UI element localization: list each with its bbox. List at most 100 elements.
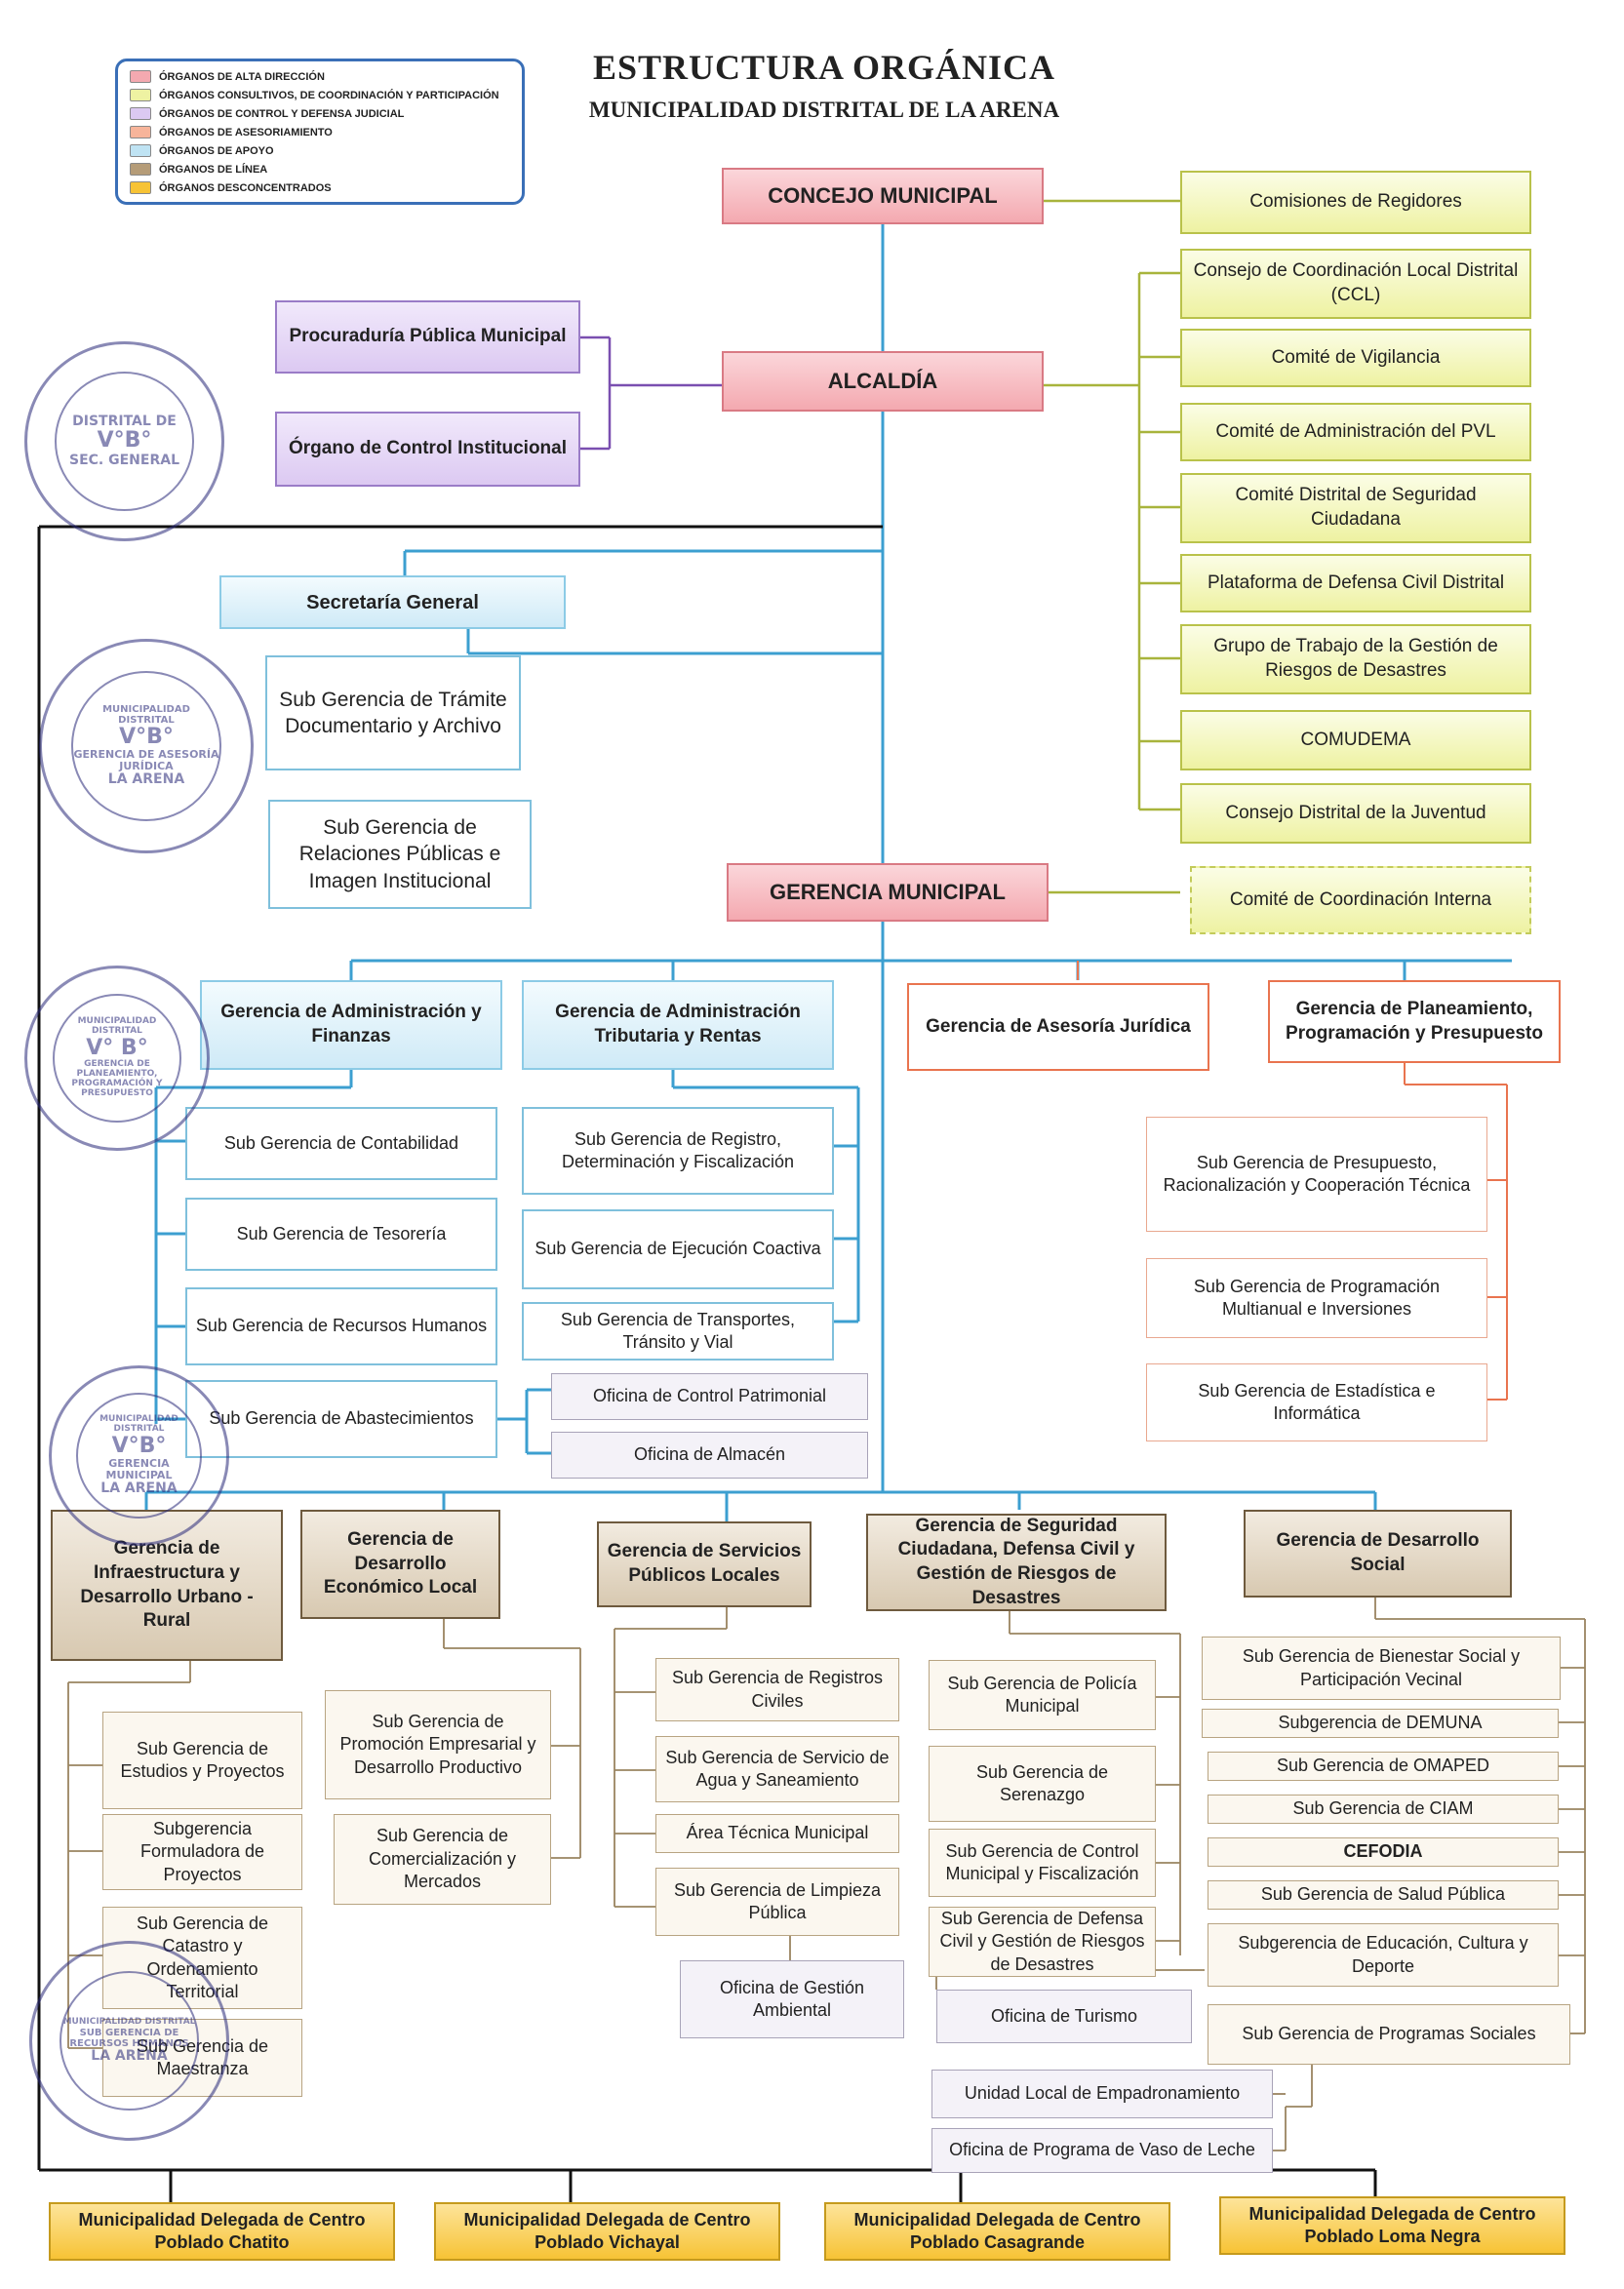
procuraduria-box[interactable]: Procuraduría Pública Municipal	[275, 300, 580, 374]
sub-gerencia-box[interactable]: CEFODIA	[1208, 1837, 1559, 1867]
oficina-box[interactable]: Oficina de Almacén	[551, 1432, 868, 1479]
concejo-municipal-box[interactable]: CONCEJO MUNICIPAL	[722, 168, 1044, 224]
sub-gerencia-box[interactable]: Sub Gerencia de Promoción Empresarial y …	[325, 1690, 551, 1799]
legend-swatch	[130, 89, 151, 101]
sub-gerencia-box[interactable]: Sub Gerencia de Estadística e Informátic…	[1146, 1363, 1487, 1441]
legend-swatch	[130, 144, 151, 157]
legend-swatch	[130, 107, 151, 120]
sub-gerencia-box[interactable]: Sub Gerencia de Registros Civiles	[655, 1658, 899, 1721]
legend-item: ÓRGANOS DESCONCENTRADOS	[130, 178, 510, 197]
municipalidad-delegada-box[interactable]: Municipalidad Delegada de Centro Poblado…	[1219, 2196, 1565, 2255]
legend-swatch	[130, 163, 151, 176]
consultivo-box[interactable]: Plataforma de Defensa Civil Distrital	[1180, 554, 1531, 612]
stamp-text: LA ARENA	[91, 2047, 168, 2064]
legend-label: ÓRGANOS DE CONTROL Y DEFENSA JUDICIAL	[159, 107, 405, 120]
sub-gerencia-box[interactable]: Sub Gerencia de Contabilidad	[185, 1107, 497, 1180]
sub-gerencia-box[interactable]: Sub Gerencia de Ejecución Coactiva	[522, 1209, 834, 1289]
oficina-box[interactable]: Oficina de Control Patrimonial	[551, 1373, 868, 1420]
legend-label: ÓRGANOS CONSULTIVOS, DE COORDINACIÓN Y P…	[159, 89, 499, 101]
legend-label: ÓRGANOS DE LÍNEA	[159, 163, 268, 176]
municipalidad-delegada-box[interactable]: Municipalidad Delegada de Centro Poblado…	[434, 2202, 780, 2261]
stamp-text: V°B°	[119, 725, 174, 750]
sub-gerencia-box[interactable]: Sub Gerencia de Serenazgo	[929, 1746, 1156, 1822]
stamp-text: V°B°	[111, 1433, 167, 1458]
stamp-text: MUNICIPALIDAD DISTRITAL	[99, 1413, 178, 1434]
sub-gerencia-box[interactable]: Sub Gerencia de Tesorería	[185, 1198, 497, 1271]
sub-gerencia-box[interactable]: Sub Gerencia de Policía Municipal	[929, 1660, 1156, 1730]
legend-label: ÓRGANOS DE ASESORIAMIENTO	[159, 126, 333, 138]
stamp-text: GERENCIA MUNICIPAL	[105, 1456, 173, 1481]
sub-gerencia-box[interactable]: Sub Gerencia de Abastecimientos	[185, 1380, 497, 1458]
legend-swatch	[130, 126, 151, 138]
legend-swatch	[130, 70, 151, 83]
gerencia-infraestructura-box[interactable]: Gerencia de Infraestructura y Desarrollo…	[51, 1510, 283, 1661]
sub-gerencia-box[interactable]: Sub Gerencia de Salud Pública	[1208, 1880, 1559, 1910]
gerencia-desarrollo-economico-box[interactable]: Gerencia de Desarrollo Económico Local	[300, 1510, 500, 1619]
legend-label: ÓRGANOS DESCONCENTRADOS	[159, 181, 332, 194]
secretaria-general-box[interactable]: Secretaría General	[219, 575, 566, 629]
legend-item: ÓRGANOS DE ALTA DIRECCIÓN	[130, 67, 510, 86]
stamp-text: GERENCIA DE PLANEAMIENTO, PROGRAMACIÓN Y…	[71, 1059, 163, 1098]
consultivo-box[interactable]: Consejo de Coordinación Local Distrital …	[1180, 249, 1531, 319]
consultivo-box[interactable]: Comité de Administración del PVL	[1180, 403, 1531, 461]
legend: ÓRGANOS DE ALTA DIRECCIÓN ÓRGANOS CONSUL…	[115, 59, 525, 205]
municipalidad-delegada-box[interactable]: Municipalidad Delegada de Centro Poblado…	[49, 2202, 395, 2261]
legend-item: ÓRGANOS DE ASESORIAMIENTO	[130, 123, 510, 141]
sub-gerencia-box[interactable]: Sub Gerencia de Control Municipal y Fisc…	[929, 1829, 1156, 1897]
gerencia-municipal-box[interactable]: GERENCIA MUNICIPAL	[727, 863, 1049, 922]
oficina-box[interactable]: Oficina de Turismo	[936, 1990, 1192, 2043]
sub-gerencia-box[interactable]: Sub Gerencia de Relaciones Públicas e Im…	[268, 800, 532, 909]
sub-gerencia-box[interactable]: Sub Gerencia de CIAM	[1208, 1795, 1559, 1824]
comite-coordinacion-interna-box[interactable]: Comité de Coordinación Interna	[1190, 866, 1531, 934]
sub-gerencia-box[interactable]: Sub Gerencia de Programación Multianual …	[1146, 1258, 1487, 1338]
sub-gerencia-box[interactable]: Sub Gerencia de Presupuesto, Racionaliza…	[1146, 1117, 1487, 1232]
gerencia-tributaria-box[interactable]: Gerencia de Administración Tributaria y …	[522, 980, 834, 1070]
gerencia-asesoria-juridica-box[interactable]: Gerencia de Asesoría Jurídica	[907, 983, 1209, 1071]
consultivo-box[interactable]: COMUDEMA	[1180, 710, 1531, 770]
stamp-text: V° B°	[86, 1036, 148, 1060]
sub-gerencia-box[interactable]: Sub Gerencia de Limpieza Pública	[655, 1868, 899, 1936]
stamp-text: MUNICIPALIDAD DISTRITAL	[77, 1016, 157, 1037]
sub-gerencia-box[interactable]: Sub Gerencia de Registro, Determinación …	[522, 1107, 834, 1195]
consultivo-box[interactable]: Comité Distrital de Seguridad Ciudadana	[1180, 473, 1531, 543]
sub-gerencia-box[interactable]: Sub Gerencia de OMAPED	[1208, 1752, 1559, 1781]
comisiones-regidores-box[interactable]: Comisiones de Regidores	[1180, 171, 1531, 234]
gerencia-servicios-publicos-box[interactable]: Gerencia de Servicios Públicos Locales	[597, 1521, 812, 1607]
oficina-box[interactable]: Oficina de Programa de Vaso de Leche	[931, 2128, 1273, 2173]
sub-gerencia-box[interactable]: Sub Gerencia de Programas Sociales	[1208, 2004, 1570, 2065]
sub-gerencia-box[interactable]: Área Técnica Municipal	[655, 1814, 899, 1853]
consultivo-box[interactable]: Comité de Vigilancia	[1180, 329, 1531, 387]
gerencia-admin-finanzas-box[interactable]: Gerencia de Administración y Finanzas	[200, 980, 502, 1070]
sub-gerencia-box[interactable]: Sub Gerencia de Bienestar Social y Parti…	[1202, 1637, 1561, 1700]
sub-gerencia-box[interactable]: Sub Gerencia de Defensa Civil y Gestión …	[929, 1907, 1156, 1977]
gerencia-seguridad-ciudadana-box[interactable]: Gerencia de Seguridad Ciudadana, Defensa…	[866, 1514, 1167, 1611]
stamp-text: SEC. GENERAL	[69, 452, 179, 468]
sub-gerencia-box[interactable]: Subgerencia de Educación, Cultura y Depo…	[1208, 1923, 1559, 1987]
municipalidad-delegada-box[interactable]: Municipalidad Delegada de Centro Poblado…	[824, 2202, 1170, 2261]
oficina-box[interactable]: Unidad Local de Empadronamiento	[931, 2070, 1273, 2118]
gerencia-planeamiento-box[interactable]: Gerencia de Planeamiento, Programación y…	[1268, 980, 1561, 1063]
sub-gerencia-box[interactable]: Sub Gerencia de Trámite Documentario y A…	[265, 655, 521, 770]
stamp-text: SUB GERENCIA DE RECURSOS HUMANOS	[69, 2027, 189, 2049]
alcaldia-box[interactable]: ALCALDÍA	[722, 351, 1044, 412]
legend-item: ÓRGANOS DE LÍNEA	[130, 160, 510, 178]
sub-gerencia-box[interactable]: Sub Gerencia de Recursos Humanos	[185, 1287, 497, 1365]
sub-gerencia-box[interactable]: Sub Gerencia de Comercialización y Merca…	[334, 1814, 551, 1905]
sub-gerencia-box[interactable]: Subgerencia de DEMUNA	[1202, 1709, 1559, 1738]
sub-gerencia-box[interactable]: Subgerencia Formuladora de Proyectos	[102, 1814, 302, 1890]
page-subtitle: MUNICIPALIDAD DISTRITAL DE LA ARENA	[588, 98, 1060, 122]
consultivo-box[interactable]: Consejo Distrital de la Juventud	[1180, 783, 1531, 844]
legend-label: ÓRGANOS DE ALTA DIRECCIÓN	[159, 70, 325, 83]
sub-gerencia-box[interactable]: Sub Gerencia de Transportes, Tránsito y …	[522, 1302, 834, 1361]
organo-control-box[interactable]: Órgano de Control Institucional	[275, 412, 580, 487]
consultivo-box[interactable]: Grupo de Trabajo de la Gestión de Riesgo…	[1180, 624, 1531, 694]
gerencia-desarrollo-social-box[interactable]: Gerencia de Desarrollo Social	[1244, 1510, 1512, 1598]
sub-gerencia-box[interactable]: Sub Gerencia de Servicio de Agua y Sanea…	[655, 1736, 899, 1802]
oficina-box[interactable]: Oficina de Gestión Ambiental	[680, 1960, 904, 2038]
legend-item: ÓRGANOS DE APOYO	[130, 141, 510, 160]
sub-gerencia-box[interactable]: Sub Gerencia de Estudios y Proyectos	[102, 1712, 302, 1809]
